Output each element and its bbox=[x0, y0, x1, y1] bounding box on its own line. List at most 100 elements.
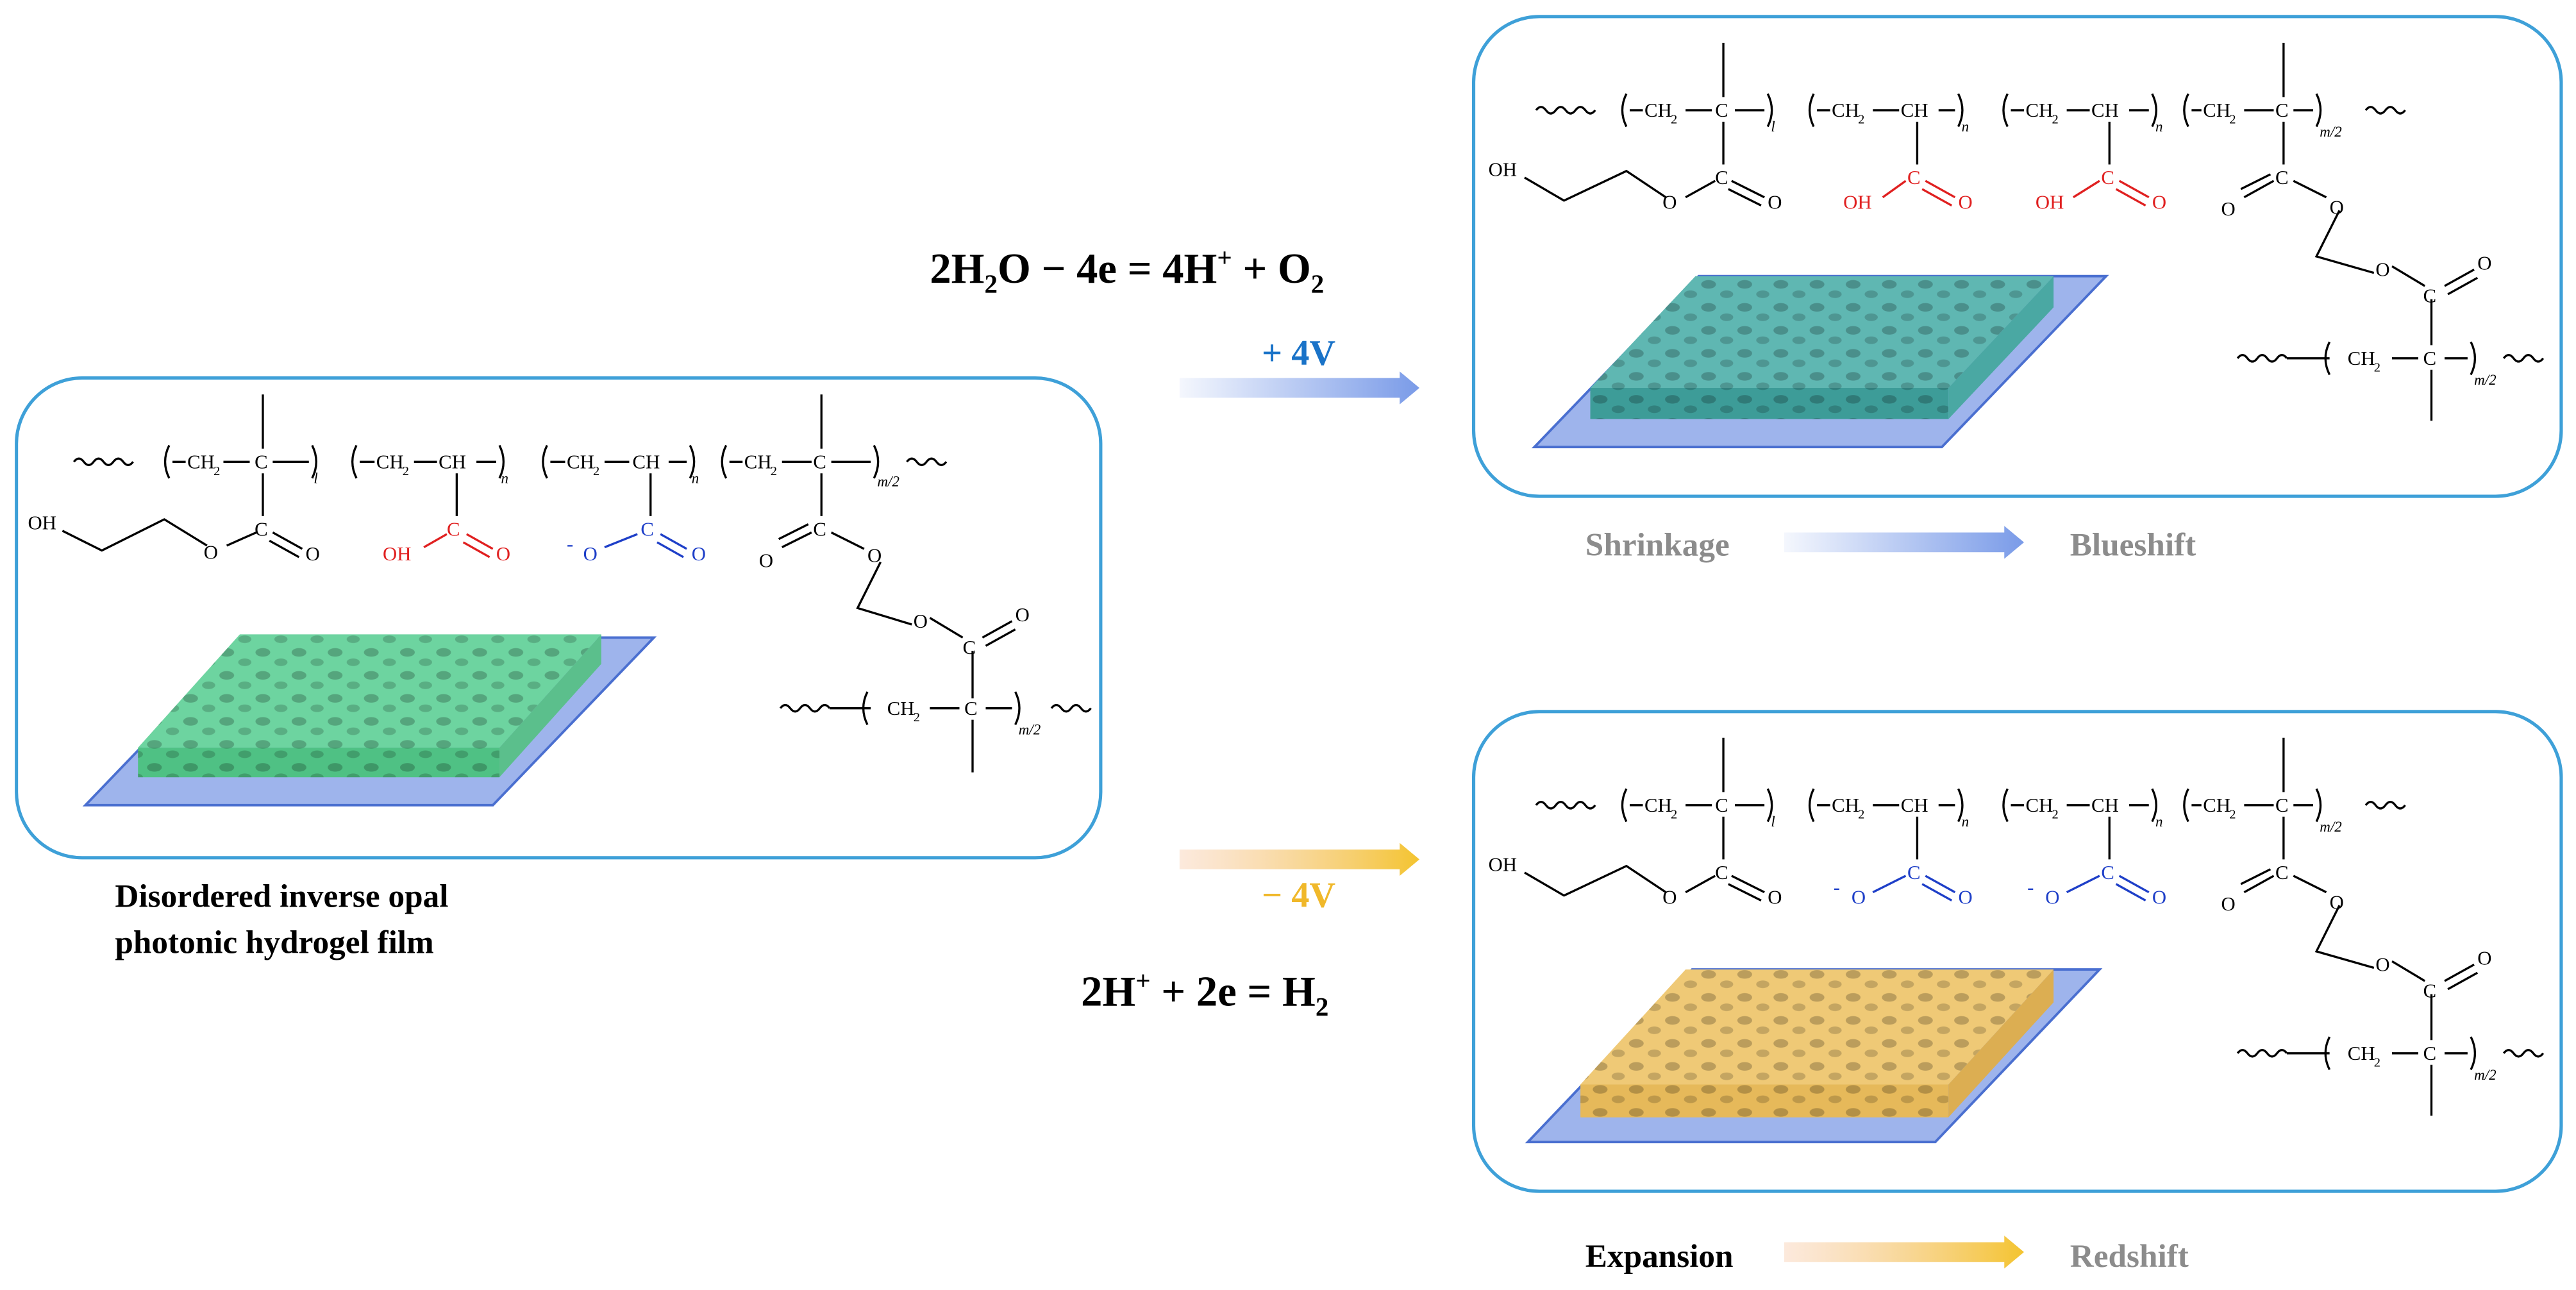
polymer-structure-top bbox=[1524, 42, 2545, 421]
svg-text:n: n bbox=[1962, 118, 1970, 135]
svg-text:OH: OH bbox=[28, 512, 56, 533]
svg-text:O: O bbox=[306, 543, 320, 565]
expansion-row: Expansion Redshift bbox=[1585, 1236, 2189, 1275]
svg-text:CH: CH bbox=[1644, 794, 1672, 816]
teal-porous-film-icon bbox=[1531, 274, 2109, 449]
polymer-labels-top: CH 2 C l CH 2 CH n CH 2 CH n CH 2 C m/2 … bbox=[1489, 99, 2497, 388]
svg-text:C: C bbox=[2275, 167, 2289, 188]
left-panel-frame bbox=[15, 376, 1103, 860]
svg-text:2: 2 bbox=[2374, 360, 2380, 374]
svg-text:OH: OH bbox=[1489, 158, 1517, 180]
svg-text:O: O bbox=[2375, 259, 2389, 281]
expansion-arrow bbox=[1784, 1236, 2024, 1269]
svg-text:OH: OH bbox=[2036, 192, 2064, 214]
svg-text:OH: OH bbox=[383, 543, 411, 565]
svg-text:CH: CH bbox=[439, 451, 466, 473]
svg-text:O: O bbox=[1959, 887, 1973, 909]
svg-text:C: C bbox=[1907, 167, 1921, 188]
svg-text:C: C bbox=[963, 637, 976, 658]
svg-text:C: C bbox=[964, 698, 978, 719]
svg-text:O: O bbox=[1852, 887, 1866, 909]
svg-text:C: C bbox=[255, 519, 268, 540]
svg-text:CH: CH bbox=[1901, 794, 1928, 816]
left-panel: CH 2 C l CH 2 CH n CH 2 CH n CH 2 C m/2 … bbox=[15, 376, 1103, 960]
svg-text:O: O bbox=[2375, 954, 2389, 976]
svg-text:n: n bbox=[1962, 813, 1970, 830]
svg-text:O: O bbox=[2152, 192, 2166, 214]
svg-text:C: C bbox=[2423, 348, 2437, 369]
svg-text:O: O bbox=[496, 543, 510, 565]
shrinkage-label: Shrinkage bbox=[1585, 526, 1730, 563]
shrinkage-row: Shrinkage Blueshift bbox=[1585, 526, 2196, 563]
svg-text:O: O bbox=[2152, 887, 2166, 909]
svg-text:2H2O − 4e = 4H+ + O2: 2H2O − 4e = 4H+ + O2 bbox=[930, 242, 1324, 298]
svg-text:C: C bbox=[2275, 794, 2289, 816]
shrinkage-arrow bbox=[1784, 526, 2024, 559]
svg-text:O: O bbox=[914, 610, 928, 632]
svg-text:CH: CH bbox=[1832, 794, 1859, 816]
svg-text:CH: CH bbox=[744, 451, 772, 473]
svg-text:C: C bbox=[1715, 167, 1728, 188]
svg-text:CH: CH bbox=[2348, 1043, 2375, 1064]
svg-text:2: 2 bbox=[1671, 807, 1677, 821]
svg-text:2: 2 bbox=[403, 464, 409, 478]
svg-text:O: O bbox=[2045, 887, 2059, 909]
reduction-arrow bbox=[1179, 842, 1419, 876]
svg-text:l: l bbox=[1771, 118, 1775, 135]
svg-text:O: O bbox=[1662, 192, 1677, 214]
minus-voltage-label: − 4V bbox=[1262, 876, 1335, 916]
svg-text:O: O bbox=[692, 543, 706, 565]
green-porous-film-icon bbox=[82, 634, 657, 807]
svg-text:CH: CH bbox=[1832, 99, 1859, 121]
svg-text:O: O bbox=[2330, 891, 2344, 913]
svg-text:C: C bbox=[447, 519, 460, 540]
svg-text:n: n bbox=[2155, 118, 2163, 135]
svg-text:CH: CH bbox=[2203, 99, 2230, 121]
svg-text:2: 2 bbox=[1858, 807, 1864, 821]
svg-text:C: C bbox=[640, 519, 654, 540]
svg-text:C: C bbox=[2101, 167, 2114, 188]
svg-text:C: C bbox=[2423, 1043, 2437, 1064]
film-caption-line1: Disordered inverse opal bbox=[115, 878, 448, 915]
svg-text:CH: CH bbox=[2026, 794, 2053, 816]
svg-text:C: C bbox=[813, 451, 826, 473]
svg-text:O: O bbox=[1768, 192, 1782, 214]
svg-text:2: 2 bbox=[771, 464, 777, 478]
svg-text:O: O bbox=[2221, 198, 2236, 220]
svg-text:CH: CH bbox=[1644, 99, 1672, 121]
svg-text:m/2: m/2 bbox=[2320, 818, 2342, 835]
svg-text:CH: CH bbox=[567, 451, 594, 473]
svg-text:C: C bbox=[1715, 99, 1728, 121]
svg-text:O: O bbox=[1768, 887, 1782, 909]
bottom-panel-frame bbox=[1472, 710, 2563, 1193]
svg-text:CH: CH bbox=[633, 451, 660, 473]
svg-text:n: n bbox=[692, 470, 699, 487]
svg-text:C: C bbox=[1715, 862, 1728, 884]
svg-text:O: O bbox=[867, 545, 882, 567]
svg-text:CH: CH bbox=[2203, 794, 2230, 816]
svg-text:2: 2 bbox=[2374, 1055, 2380, 1069]
svg-text:C: C bbox=[813, 519, 826, 540]
svg-text:2: 2 bbox=[2052, 807, 2059, 821]
oxidation-arrow bbox=[1179, 371, 1419, 405]
svg-text:2H+ + 2e = H2: 2H+ + 2e = H2 bbox=[1081, 966, 1328, 1021]
svg-text:OH: OH bbox=[1489, 853, 1517, 875]
film-caption-line2: photonic hydrogel film bbox=[115, 924, 433, 960]
svg-text:2: 2 bbox=[1858, 112, 1864, 126]
top-panel-frame bbox=[1472, 15, 2563, 498]
svg-text:O: O bbox=[583, 543, 598, 565]
svg-text:2: 2 bbox=[2052, 112, 2059, 126]
svg-text:C: C bbox=[255, 451, 268, 473]
svg-text:m/2: m/2 bbox=[1019, 721, 1041, 738]
svg-text:CH: CH bbox=[887, 698, 915, 719]
svg-text:O: O bbox=[2330, 196, 2344, 218]
svg-text:CH: CH bbox=[2026, 99, 2053, 121]
svg-text:2: 2 bbox=[914, 710, 920, 725]
expansion-label: Expansion bbox=[1585, 1238, 1734, 1275]
svg-text:-: - bbox=[567, 533, 573, 555]
svg-text:2: 2 bbox=[2229, 112, 2236, 126]
svg-text:l: l bbox=[314, 470, 317, 487]
svg-text:C: C bbox=[2275, 99, 2289, 121]
svg-text:C: C bbox=[2423, 980, 2437, 1002]
